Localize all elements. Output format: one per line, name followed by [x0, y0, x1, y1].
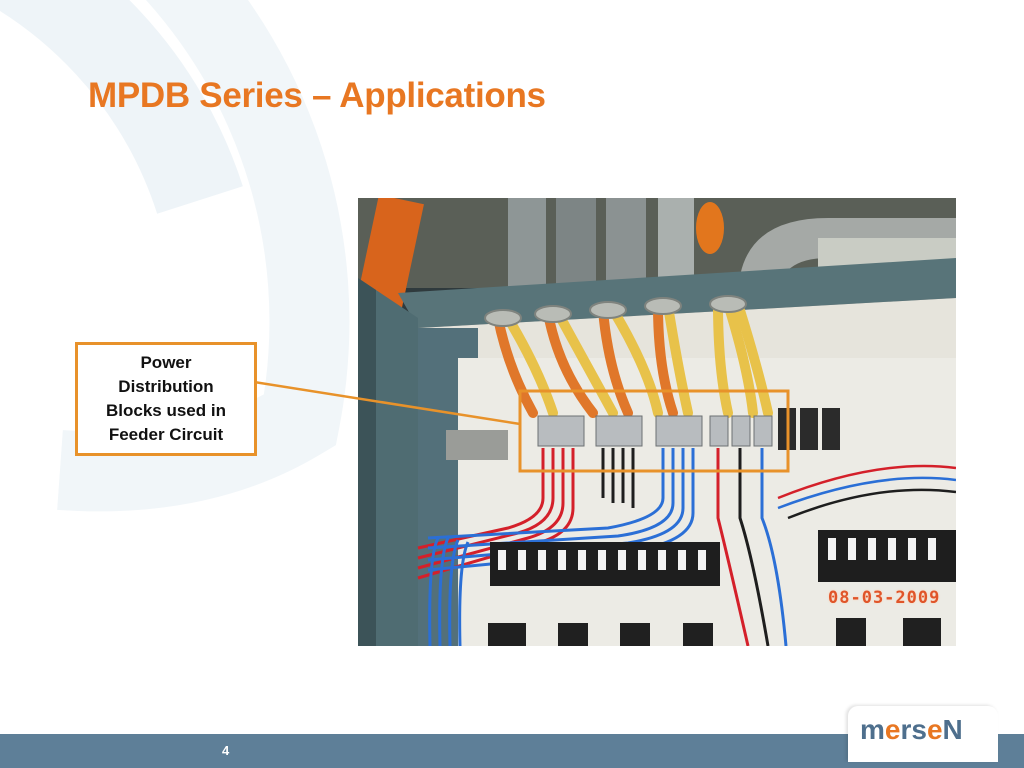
callout-line: Blocks used in: [106, 401, 226, 420]
panel-photo: 08-03-2009: [358, 198, 956, 646]
logo-part: e: [884, 714, 901, 745]
page-number: 4: [222, 743, 230, 758]
logo-part: N: [942, 714, 963, 745]
callout-line: Power: [140, 353, 192, 372]
logo-part: m: [860, 714, 885, 745]
photo-date-stamp: 08-03-2009: [828, 588, 941, 608]
callout-box: Power Distribution Blocks used in Feeder…: [75, 342, 257, 456]
slide-title: MPDB Series – Applications: [88, 76, 546, 115]
logo-part: e: [926, 714, 943, 745]
company-logo: merseN: [848, 706, 998, 762]
callout-line: Distribution: [118, 377, 214, 396]
logo-part: rs: [900, 714, 927, 745]
logo-wordmark: merseN: [860, 714, 963, 746]
panel-photo-illustration: [358, 198, 956, 646]
callout-text: Power Distribution Blocks used in Feeder…: [100, 351, 232, 447]
callout-line: Feeder Circuit: [108, 425, 224, 444]
